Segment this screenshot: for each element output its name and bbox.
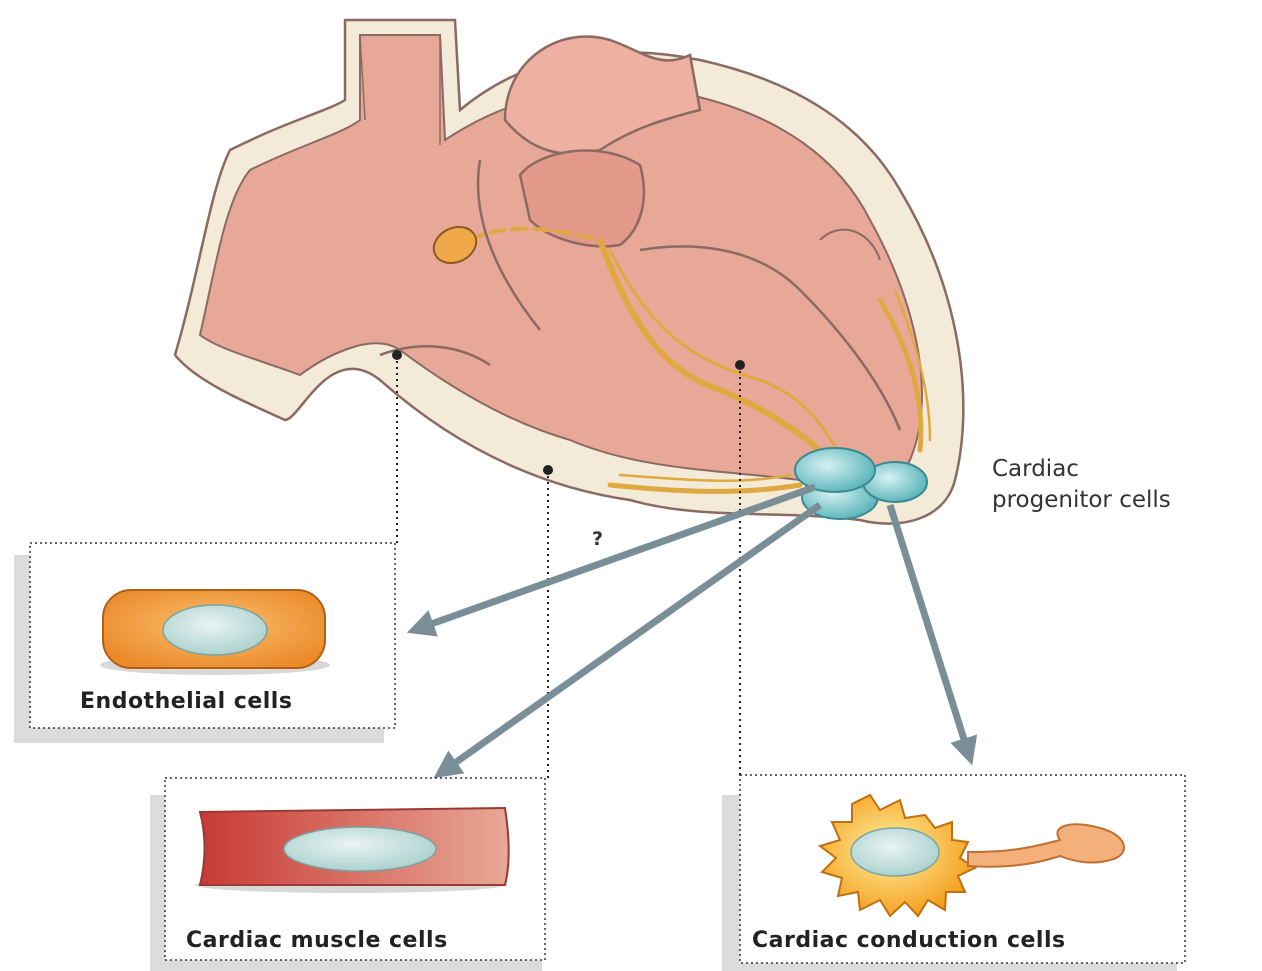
progenitor-label-line1: Cardiac — [992, 454, 1171, 485]
cardiac-muscle-cells-label: Cardiac muscle cells — [186, 928, 448, 953]
arrow-to-muscle — [445, 505, 820, 770]
uncertain-pathway-label: ? — [592, 528, 603, 550]
arrow-to-conduction — [890, 505, 968, 752]
cardiac-muscle-cell-icon — [195, 808, 509, 893]
cardiac-conduction-cells-label: Cardiac conduction cells — [752, 928, 1066, 953]
endothelial-cells-label: Endothelial cells — [80, 689, 292, 714]
arrow-to-endothelial — [420, 487, 815, 628]
differentiation-arrows — [420, 487, 968, 770]
progenitor-label-line2: progenitor cells — [992, 485, 1171, 516]
progenitor-cells-label: Cardiac progenitor cells — [992, 454, 1171, 516]
endothelial-cell-icon — [100, 590, 330, 675]
